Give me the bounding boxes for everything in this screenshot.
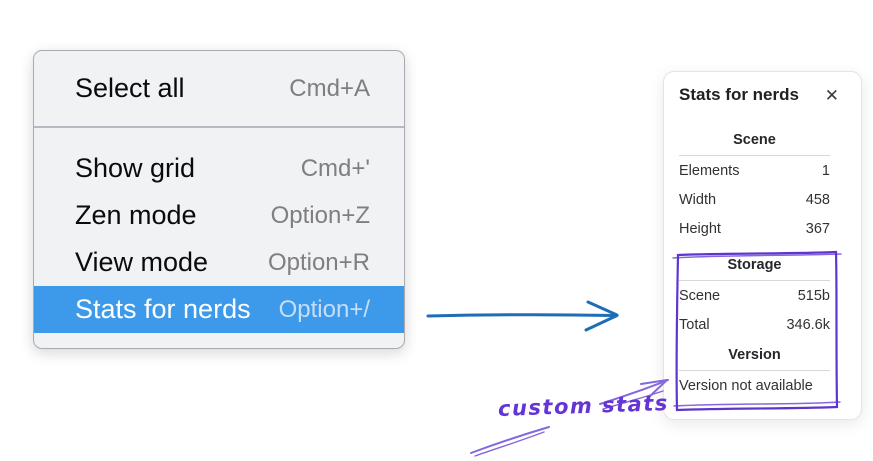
stats-for-nerds-panel: Stats for nerds ✕ Scene Elements 1 Width… [663,71,862,420]
stat-row-scene-storage: Scene 515b [679,281,830,310]
stat-value: 367 [805,220,830,237]
blue-arrow [426,300,619,332]
stats-section-storage: Storage Scene 515b Total 346.6k [679,257,830,339]
stat-value: 1 [821,162,830,179]
close-icon[interactable]: ✕ [824,85,839,105]
menu-item-select-all[interactable]: Select all Cmd+A [34,51,404,126]
menu-item-shortcut: Option+/ [278,295,370,323]
stat-value: 346.6k [786,316,830,333]
stat-label: Elements [679,162,740,179]
menu-item-shortcut: Option+R [267,248,370,276]
stat-value: 515b [797,287,830,304]
menu-item-label: View mode [75,247,209,277]
menu-item-label: Stats for nerds [75,294,251,324]
menu-item-shortcut: Cmd+A [289,74,370,102]
menu-item-label: Zen mode [75,200,197,230]
section-header: Storage [727,257,782,273]
stat-label: Scene [679,287,721,304]
menu-item-shortcut: Option+Z [270,201,370,229]
section-header: Version [728,347,781,363]
stats-section-version: Version Version not available [679,347,830,400]
menu-item-stats-for-nerds[interactable]: Stats for nerds Option+/ [34,286,404,333]
menu-section: Show grid Cmd+' Zen mode Option+Z View m… [34,128,404,333]
stat-row-height: Height 367 [679,214,830,243]
menu-item-shortcut: Cmd+' [300,154,370,182]
stats-panel-header: Stats for nerds ✕ [664,72,861,105]
menu-separator [34,126,404,128]
stat-row-total-storage: Total 346.6k [679,310,830,339]
version-note: Version not available [679,371,830,400]
stat-label: Height [679,220,721,237]
stats-panel-title: Stats for nerds [679,85,799,104]
stat-value: 458 [805,191,830,208]
section-header: Scene [733,132,776,148]
context-menu: Select all Cmd+A Show grid Cmd+' Zen mod… [33,50,405,349]
menu-item-show-grid[interactable]: Show grid Cmd+' [34,145,404,192]
stats-section-scene: Scene Elements 1 Width 458 Height 367 [679,132,830,243]
version-note-text: Version not available [679,377,813,394]
stat-label: Width [679,191,717,208]
stats-panel-body: Scene Elements 1 Width 458 Height 367 St… [664,132,861,400]
section-divider [679,155,830,156]
custom-stats-label: custom stats [497,391,670,421]
menu-item-view-mode[interactable]: View mode Option+R [34,239,404,286]
menu-item-label: Select all [75,73,185,103]
stat-row-elements: Elements 1 [679,156,830,185]
menu-item-label: Show grid [75,153,196,183]
stat-row-width: Width 458 [679,185,830,214]
stat-label: Total [679,316,710,333]
menu-item-zen-mode[interactable]: Zen mode Option+Z [34,192,404,239]
